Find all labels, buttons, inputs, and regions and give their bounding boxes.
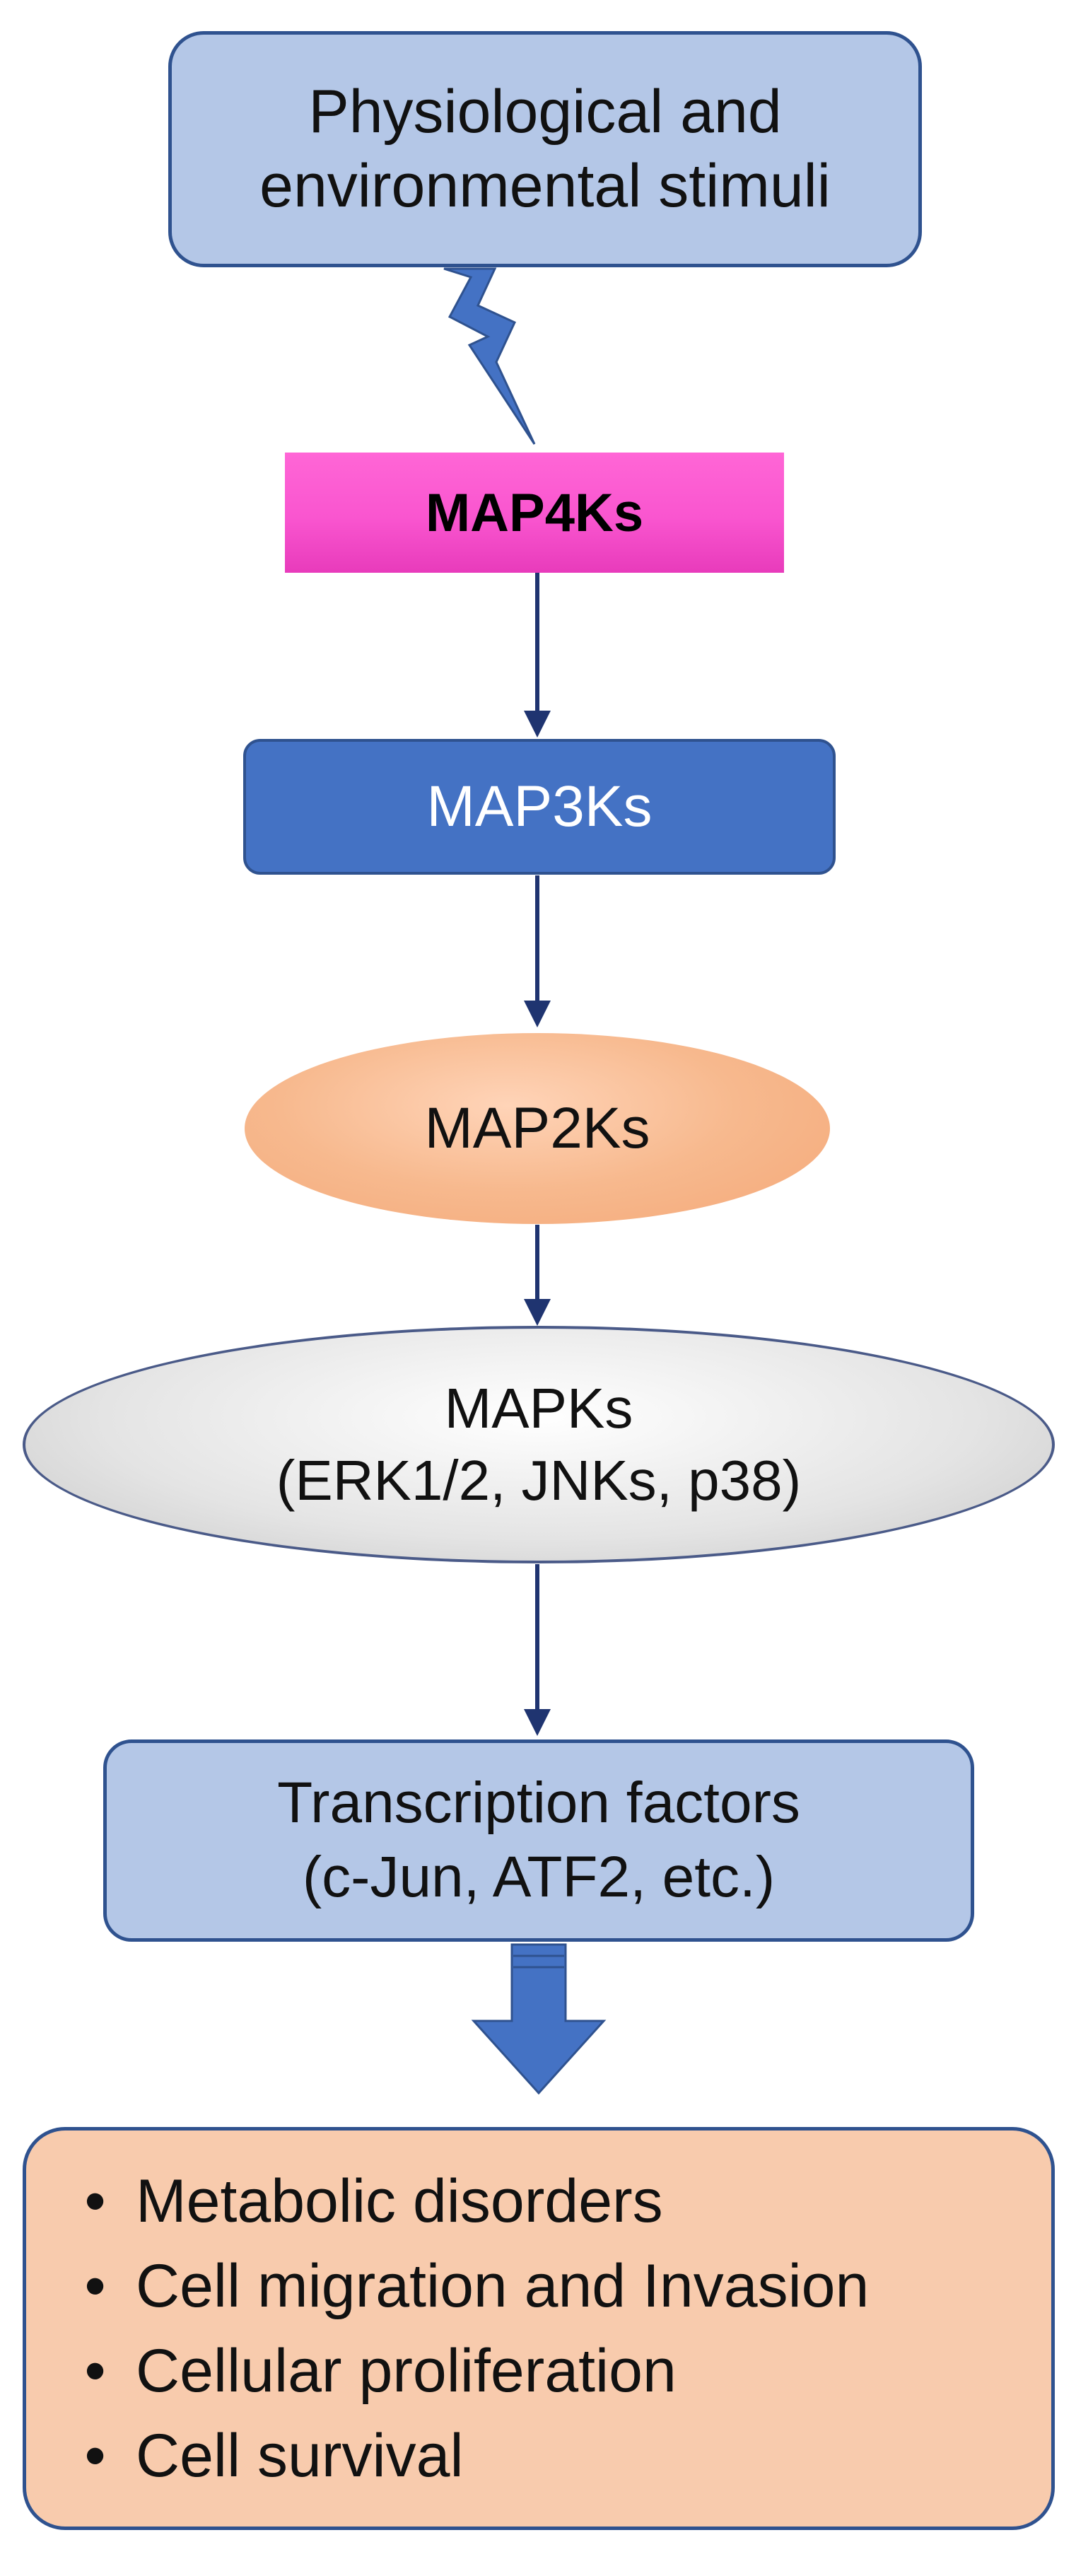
outcome-item: • Cellular proliferation: [26, 2329, 677, 2413]
arrow-map3k-to-map2k: [524, 875, 551, 1027]
map3k-node: MAP3Ks: [243, 739, 836, 875]
transcription-label-line1: Transcription factors: [277, 1771, 800, 1836]
stimuli-box: Physiological and environmental stimuli: [168, 31, 922, 267]
outcomes-box: • Metabolic disorders • Cell migration a…: [23, 2127, 1055, 2530]
stimuli-label-line1: Physiological and: [308, 78, 782, 146]
arrow-map2k-to-mapk: [524, 1225, 551, 1326]
map2k-label: MAP2Ks: [424, 1096, 650, 1160]
bullet-icon: •: [84, 2251, 106, 2320]
bullet-icon: •: [84, 2167, 106, 2235]
transcription-factors-box: Transcription factors (c-Jun, ATF2, etc.…: [103, 1739, 974, 1942]
transcription-label-line2: (c-Jun, ATF2, etc.): [302, 1845, 776, 1909]
outcome-item: • Cell survival: [26, 2413, 464, 2498]
outcome-text: Cell migration and Invasion: [136, 2251, 870, 2320]
bullet-icon: •: [84, 2421, 106, 2490]
bullet-icon: •: [84, 2336, 106, 2405]
mapk-node: MAPKs (ERK1/2, JNKs, p38): [23, 1326, 1055, 1563]
map3k-label: MAP3Ks: [426, 774, 653, 839]
map4k-label: MAP4Ks: [425, 482, 644, 543]
outcome-item: • Cell migration and Invasion: [26, 2244, 869, 2329]
mapk-label-line1: MAPKs: [444, 1376, 633, 1440]
stimuli-label-line2: environmental stimuli: [259, 152, 831, 220]
map4k-node: MAP4Ks: [285, 453, 784, 573]
block-arrow-transcription-to-outcomes: [471, 1943, 607, 2095]
arrow-map4k-to-map3k: [524, 573, 551, 738]
arrow-mapk-to-transcription: [524, 1564, 551, 1736]
outcome-text: Cell survival: [136, 2421, 464, 2490]
map2k-node: MAP2Ks: [245, 1033, 830, 1224]
outcome-text: Metabolic disorders: [136, 2167, 663, 2235]
mapk-label-line2: (ERK1/2, JNKs, p38): [276, 1449, 802, 1512]
lightning-bolt-icon: [443, 267, 536, 445]
outcome-text: Cellular proliferation: [136, 2336, 677, 2405]
outcome-item: • Metabolic disorders: [26, 2159, 663, 2244]
